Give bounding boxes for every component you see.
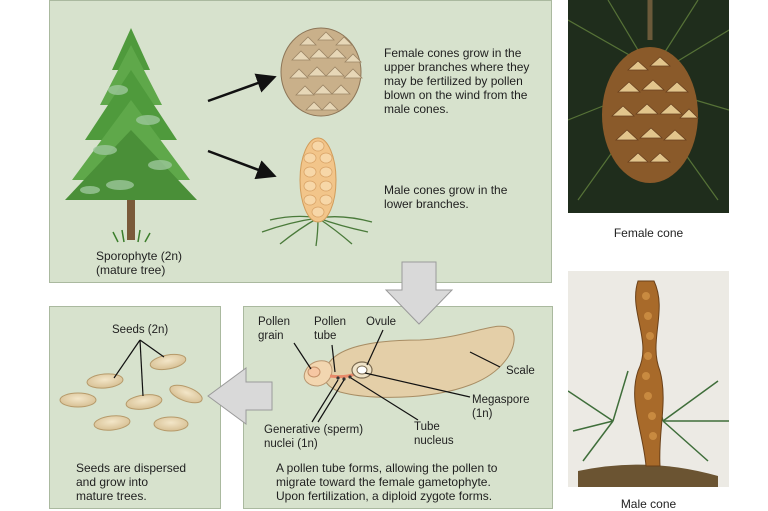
female-cone-description: Female cones grow in the upper branches … [384, 46, 530, 116]
male-cone-caption: Male cone [620, 497, 677, 511]
male-cone-photo [568, 271, 729, 487]
arrow-to-male-cone [207, 149, 277, 180]
ovule-label: Ovule [366, 316, 397, 328]
seeds-label: Seeds (2n) [112, 324, 169, 336]
megaspore-label: Megaspore (1n) [472, 394, 530, 420]
female-cone-caption: Female cone [613, 226, 684, 240]
scale-label: Scale [506, 365, 535, 377]
pollen-tube-label: Pollen tube [314, 316, 346, 342]
tube-nucleus-label: Tube nucleus [414, 421, 454, 447]
cone-scale-illustration [303, 325, 515, 398]
arrow-to-female-cone [207, 73, 277, 103]
male-cone-illustration [261, 137, 373, 247]
pollen-pointer-lines [293, 329, 501, 423]
left-arrow [207, 367, 273, 425]
sporophyte-label: Sporophyte (2n) (mature tree) [96, 249, 183, 277]
female-cone-illustration [280, 27, 363, 117]
generative-nuclei-label: Generative (sperm) nuclei (1n) [264, 424, 364, 450]
down-arrow [384, 261, 454, 325]
pollen-panel-description: A pollen tube forms, allowing the pollen… [276, 461, 498, 503]
male-cone-description: Male cones grow in the lower branches. [384, 183, 508, 211]
pollen-grain-label: Pollen grain [258, 316, 290, 342]
female-cone-photo [568, 0, 729, 213]
seeds-panel-description: Seeds are dispersed and grow into mature… [76, 461, 187, 503]
seeds-illustration [59, 353, 203, 432]
seeds-pointer-lines [113, 339, 165, 397]
pine-tree-illustration [65, 28, 197, 243]
